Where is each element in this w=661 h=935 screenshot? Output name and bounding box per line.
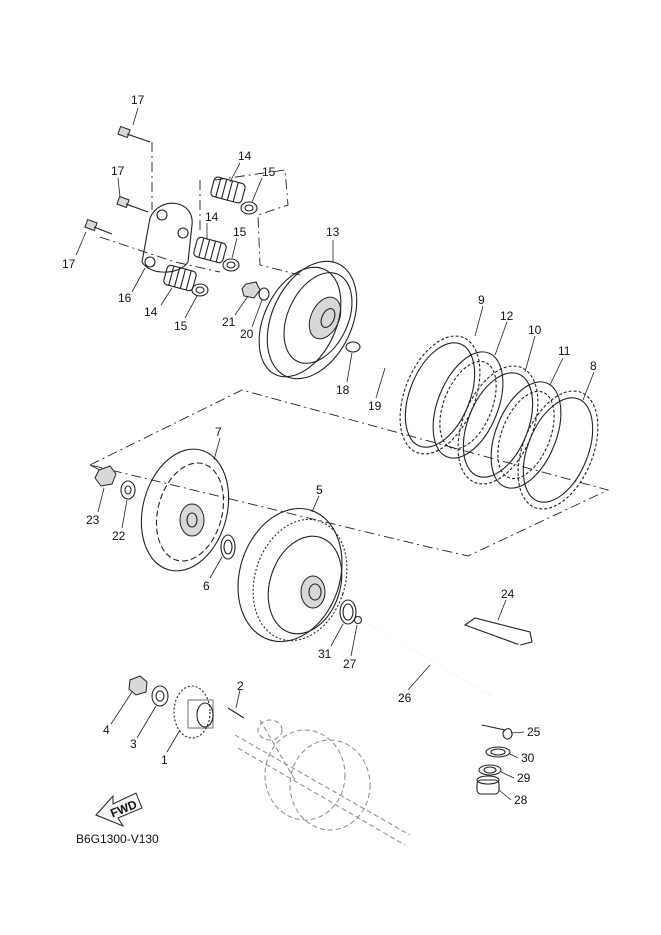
clutch-housing-5	[237, 507, 348, 643]
callout-2: 2	[237, 679, 244, 693]
callout-11: 11	[558, 344, 571, 358]
callout-14-top: 14	[238, 149, 252, 163]
callout-7: 7	[215, 425, 222, 439]
callout-14-low: 14	[144, 305, 158, 319]
clutch-plate-12	[432, 351, 504, 459]
nut-21	[241, 281, 261, 299]
nut-23	[94, 465, 117, 487]
callout-17-low: 17	[62, 257, 76, 271]
callout-29: 29	[517, 771, 531, 785]
callout-17-mid: 17	[111, 164, 125, 178]
ball-27	[353, 615, 363, 625]
washer-18	[345, 341, 361, 353]
callout-19: 19	[368, 399, 382, 413]
callout-15-mid: 15	[233, 225, 247, 239]
callout-21: 21	[222, 315, 236, 329]
callout-9: 9	[478, 293, 485, 307]
washer-30	[485, 746, 511, 758]
callout-6: 6	[203, 579, 210, 593]
pressure-plate-16	[141, 202, 193, 273]
washer-15-top	[240, 201, 258, 215]
bolt-17-top	[117, 125, 151, 143]
callout-4: 4	[103, 723, 110, 737]
callout-28: 28	[514, 793, 528, 807]
washer-6	[220, 534, 236, 560]
straight-key-2	[227, 707, 245, 719]
callout-10: 10	[528, 323, 542, 337]
callout-14-mid: 14	[205, 210, 219, 224]
callout-26: 26	[398, 691, 412, 705]
friction-plate-8	[517, 390, 599, 510]
callout-13: 13	[326, 225, 340, 239]
o-ring-31	[339, 599, 357, 625]
lock-washer-22	[120, 480, 136, 500]
callout-15-top: 15	[262, 165, 276, 179]
clutch-plate-13	[258, 260, 358, 380]
washer-29	[478, 764, 502, 776]
callout-3: 3	[130, 737, 137, 751]
clutch-boss-7	[140, 448, 230, 572]
callout-23: 23	[86, 513, 100, 527]
callout-25: 25	[527, 725, 541, 739]
callout-18: 18	[336, 383, 350, 397]
spring-14-low	[163, 264, 197, 292]
callout-16: 16	[118, 291, 132, 305]
callout-22: 22	[112, 529, 126, 543]
callout-17-top: 17	[131, 93, 145, 107]
spring-25	[481, 724, 513, 740]
leader-lines	[75, 107, 595, 801]
clutch-plate-11	[490, 381, 562, 489]
nut-4	[128, 675, 148, 696]
callout-31: 31	[318, 647, 332, 661]
oil-seal-28	[476, 775, 500, 795]
push-rod-19	[369, 354, 399, 369]
spring-14-mid	[193, 236, 227, 264]
callout-15-low: 15	[174, 319, 188, 333]
push-lever-24	[463, 617, 533, 713]
callout-30: 30	[521, 751, 535, 765]
callout-12: 12	[500, 309, 514, 323]
bolt-17-low	[84, 218, 113, 235]
callout-20: 20	[240, 327, 254, 341]
bolt-17-mid	[116, 195, 149, 213]
callout-labels: 17 17 17 14 15 14 15 16 14 15 21 20 13 1…	[62, 93, 597, 807]
callout-24: 24	[501, 587, 515, 601]
callout-27: 27	[343, 657, 357, 671]
washer-15-low	[191, 283, 209, 297]
assembly-outlines	[88, 142, 610, 557]
push-lever-shaft-26	[369, 624, 491, 696]
crankshaft-ghost	[234, 719, 411, 846]
callout-1: 1	[161, 753, 168, 767]
washer-20	[258, 287, 270, 301]
callout-5: 5	[316, 483, 323, 497]
washer-15-mid	[222, 258, 240, 272]
fwd-arrow-icon: FWD	[95, 792, 143, 828]
primary-drive-gear-1	[173, 685, 214, 739]
diagram-reference-code: B6G1300-V130	[76, 832, 159, 846]
callout-8: 8	[590, 359, 597, 373]
washer-3	[151, 685, 169, 707]
